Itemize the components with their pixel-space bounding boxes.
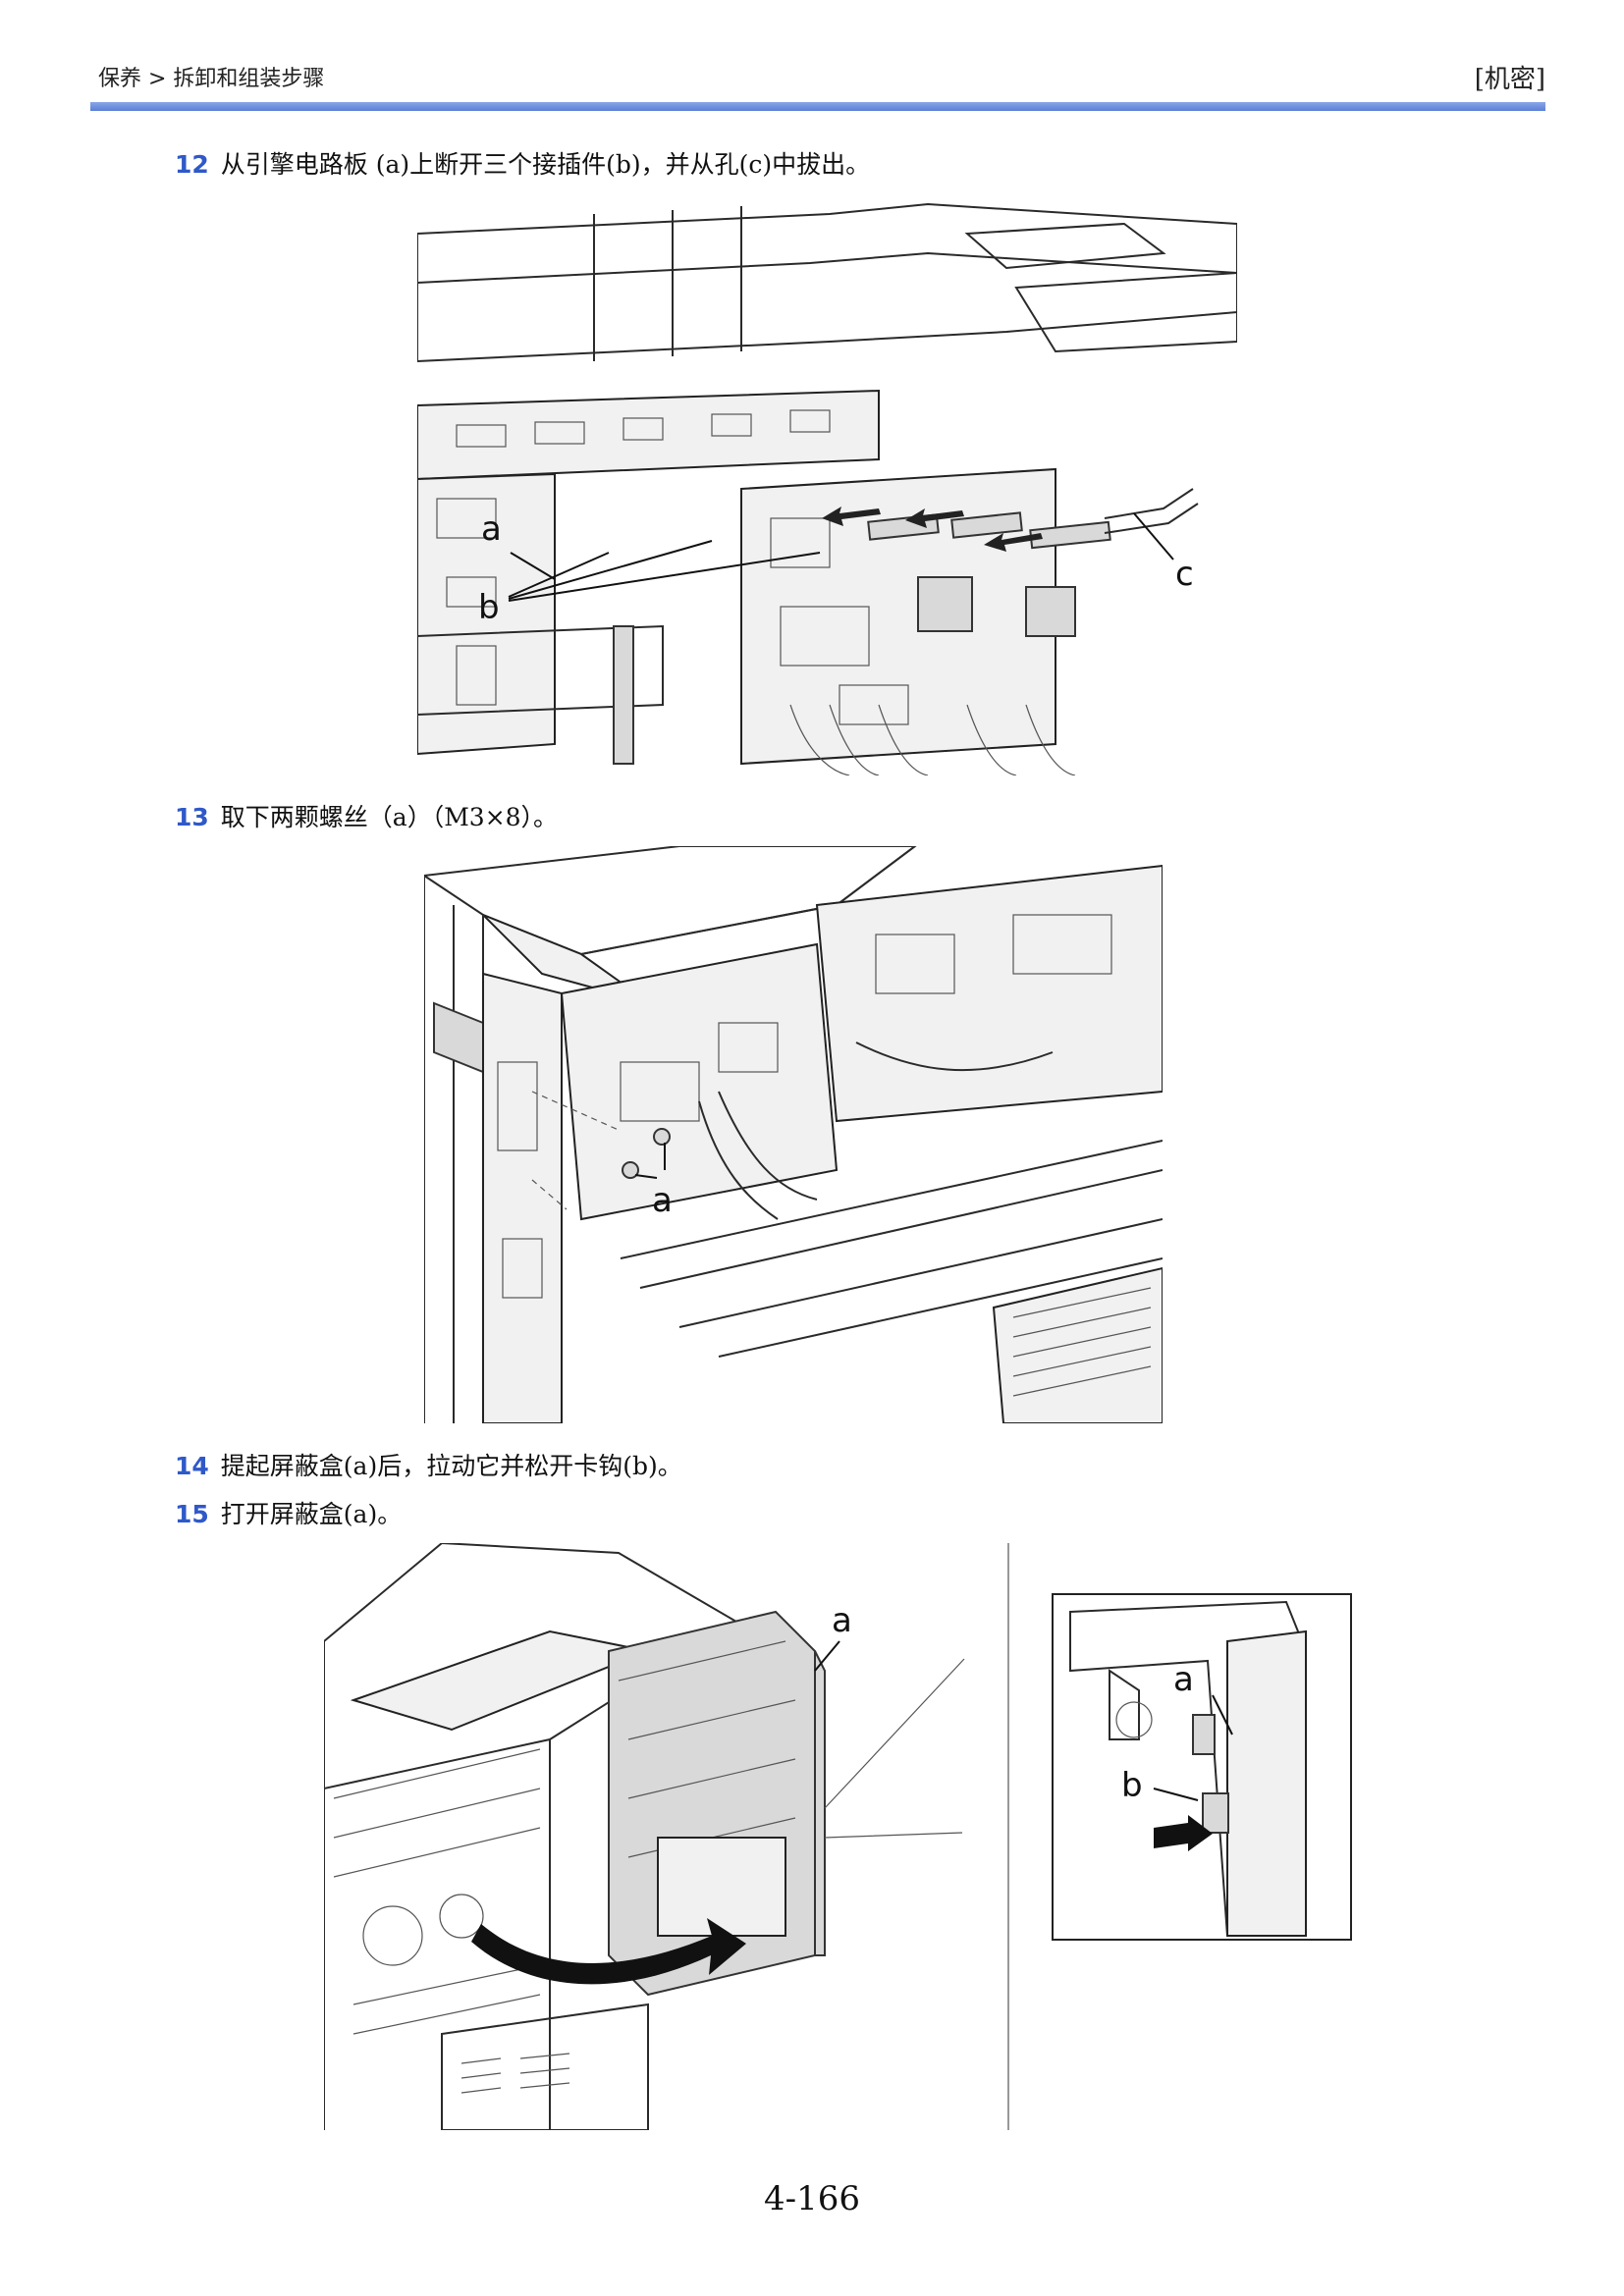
callout-a: a — [481, 509, 502, 549]
step-15: 15 打开屏蔽盒(a)。 — [175, 1495, 402, 1530]
step-number: 14 — [175, 1452, 209, 1480]
step-text: 打开屏蔽盒(a)。 — [220, 1500, 403, 1528]
figure-step-12: a b c — [417, 194, 1237, 775]
callout-main-a: a — [832, 1601, 852, 1640]
figure-step-13: a — [424, 846, 1163, 1423]
step-text: 从引擎电路板 (a)上断开三个接插件(b)，并从孔(c)中拔出。 — [220, 150, 871, 179]
confidential-mark: [机密] — [1474, 65, 1545, 94]
page-number: 4-166 — [763, 2179, 860, 2218]
step-number: 12 — [175, 150, 209, 179]
figure-step-14-15: a a b — [324, 1543, 1357, 2130]
step-14: 14 提起屏蔽盒(a)后，拉动它并松开卡钩(b)。 — [175, 1447, 682, 1482]
step-13: 13 取下两颗螺丝（a）（M3×8）。 — [175, 798, 558, 833]
callout-b: b — [478, 588, 500, 627]
callout-inset-b: b — [1121, 1766, 1143, 1805]
step-text: 取下两颗螺丝（a）（M3×8）。 — [220, 803, 559, 831]
step-number: 15 — [175, 1500, 209, 1528]
callout-inset-a: a — [1173, 1660, 1194, 1699]
step-number: 13 — [175, 803, 209, 831]
step-text: 提起屏蔽盒(a)后，拉动它并松开卡钩(b)。 — [220, 1452, 682, 1480]
breadcrumb: 保养 > 拆卸和组装步骤 — [98, 67, 325, 91]
callout-a: a — [652, 1181, 673, 1220]
step-12: 12 从引擎电路板 (a)上断开三个接插件(b)，并从孔(c)中拔出。 — [175, 145, 870, 181]
callout-c: c — [1175, 555, 1194, 594]
header-rule — [90, 102, 1545, 111]
